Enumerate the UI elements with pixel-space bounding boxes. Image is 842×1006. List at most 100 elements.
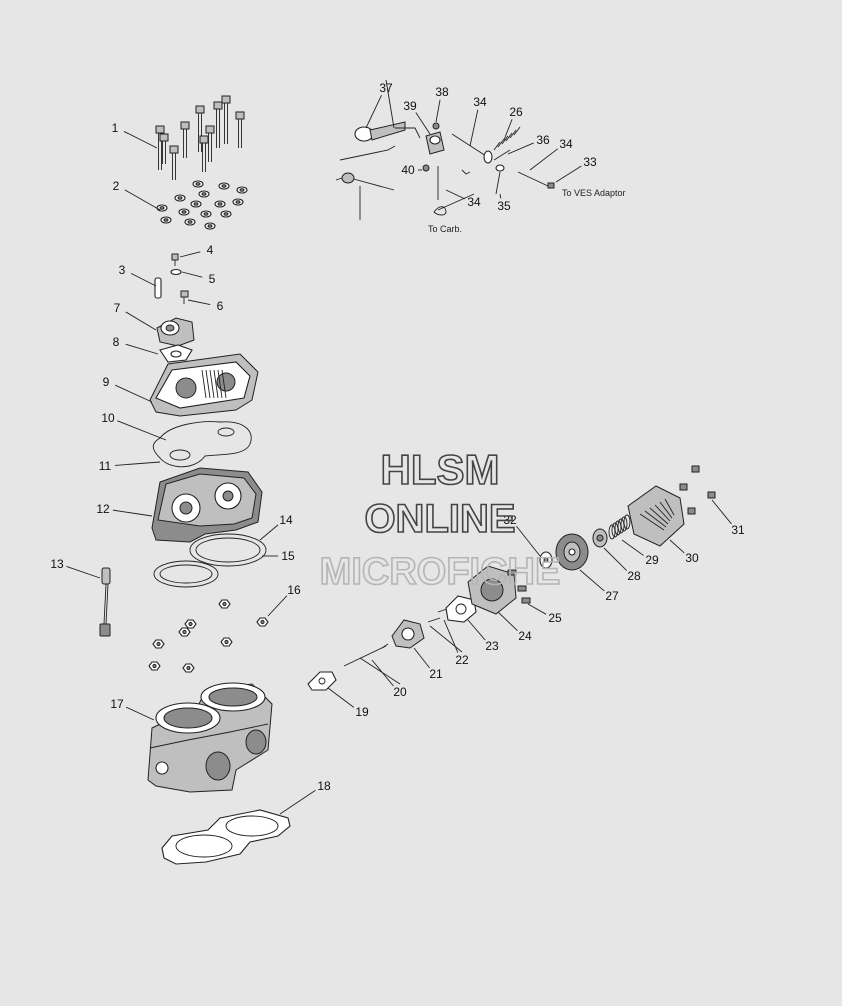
leader-12 <box>112 509 153 517</box>
callout-4: 4 <box>207 243 214 257</box>
watermark-line-1: HLSM <box>381 446 500 493</box>
part-28-seal <box>592 528 608 548</box>
callout-10: 10 <box>101 411 115 425</box>
part-29-spring <box>608 514 631 540</box>
callout-14: 14 <box>279 513 293 527</box>
part-31-screws <box>679 465 716 515</box>
callout-11: 11 <box>99 459 112 473</box>
callout-numbers: 1234567891011121314151617181920212223242… <box>50 81 745 793</box>
callout-28: 28 <box>627 569 641 583</box>
leader-38 <box>435 99 441 123</box>
leader-2 <box>124 189 161 211</box>
part-2-washers <box>156 180 248 230</box>
leader-16 <box>267 595 288 617</box>
leader-24 <box>497 611 518 632</box>
leader-37 <box>365 94 382 129</box>
callout-8: 8 <box>113 335 120 349</box>
part-17-cylinder <box>147 682 273 793</box>
leader-17 <box>125 706 155 721</box>
leader-21 <box>413 647 430 669</box>
callout-34a: 34 <box>473 95 487 109</box>
callout-12: 12 <box>96 502 110 516</box>
part-32-washer <box>539 551 553 569</box>
leader-lines <box>66 79 732 815</box>
leader-33 <box>555 165 582 183</box>
leader-34b <box>529 148 559 171</box>
callout-40: 40 <box>401 163 415 177</box>
part-14-15-gaskets <box>153 533 267 588</box>
leader-14 <box>259 524 279 541</box>
callout-38: 38 <box>435 85 449 99</box>
callout-9: 9 <box>103 375 110 389</box>
leader-18 <box>279 789 316 815</box>
leader-22 <box>443 619 459 653</box>
callout-30: 30 <box>685 551 699 565</box>
watermark-line-2: ONLINE <box>364 497 515 541</box>
callout-21: 21 <box>429 667 443 681</box>
callout-29: 29 <box>645 553 659 567</box>
callout-26: 26 <box>509 105 523 119</box>
leader-29 <box>621 539 644 556</box>
part-20-shaft <box>343 643 389 667</box>
leader-11 <box>114 461 161 466</box>
part-8-housing-gasket <box>159 344 193 363</box>
leader-34a <box>469 109 479 147</box>
part-7-thermostat-housing <box>156 317 195 347</box>
leader-32 <box>516 525 541 557</box>
part-30-pump-cover <box>627 485 685 547</box>
part-24-pump-housing <box>467 565 517 615</box>
part-25-screws <box>507 569 531 604</box>
leader-27 <box>579 569 605 592</box>
callout-13: 13 <box>50 557 64 571</box>
callout-16: 16 <box>287 583 301 597</box>
part-9-head-cover <box>149 353 259 417</box>
leader-34c <box>445 189 466 200</box>
leader-9 <box>114 384 153 403</box>
note-to-ves-adaptor: To VES Adaptor <box>562 188 626 198</box>
callout-7: 7 <box>114 301 121 315</box>
part-16-nuts <box>148 599 269 673</box>
part-10-11-head-gasket-oring <box>152 421 252 468</box>
part-21-bearing-housing <box>391 619 425 649</box>
leader-secondary <box>437 193 475 211</box>
part-1-cylinder-head-bolts <box>155 95 245 180</box>
part-27-impeller <box>555 533 589 571</box>
leader-secondary <box>429 625 463 653</box>
leader-13 <box>66 566 101 579</box>
part-3-pin <box>154 277 162 299</box>
callout-20: 20 <box>393 685 407 699</box>
callout-19: 19 <box>355 705 369 719</box>
leader-35 <box>499 193 502 199</box>
leader-36 <box>507 142 534 155</box>
callout-17: 17 <box>110 697 124 711</box>
callout-25: 25 <box>548 611 562 625</box>
leader-30 <box>669 539 685 554</box>
leader-secondary <box>359 657 401 685</box>
leader-secondary <box>385 79 395 129</box>
part-19-gasket <box>307 671 337 691</box>
note-to-carb: To Carb. <box>428 224 462 234</box>
callout-27: 27 <box>605 589 619 603</box>
leader-5 <box>181 271 203 278</box>
callout-18: 18 <box>317 779 331 793</box>
callout-6: 6 <box>217 299 224 313</box>
leader-23 <box>467 619 486 641</box>
leader-4 <box>179 251 201 258</box>
leader-26 <box>503 119 513 141</box>
part-13-temperature-sensor <box>99 567 111 637</box>
watermark: HLSM ONLINE MICROFICHE <box>319 445 561 594</box>
part-4-screw <box>171 253 179 266</box>
callout-2: 2 <box>113 179 120 193</box>
callout-23: 23 <box>485 639 499 653</box>
callout-33: 33 <box>583 155 597 169</box>
part-12-cylinder-head <box>151 467 263 543</box>
part-23-gasket <box>445 595 477 623</box>
part-6-screw <box>180 290 189 304</box>
leader-31 <box>711 499 732 525</box>
leader-1 <box>123 131 158 149</box>
part-5-washer <box>170 268 182 276</box>
leader-6 <box>187 299 211 305</box>
callout-37: 37 <box>379 81 393 95</box>
